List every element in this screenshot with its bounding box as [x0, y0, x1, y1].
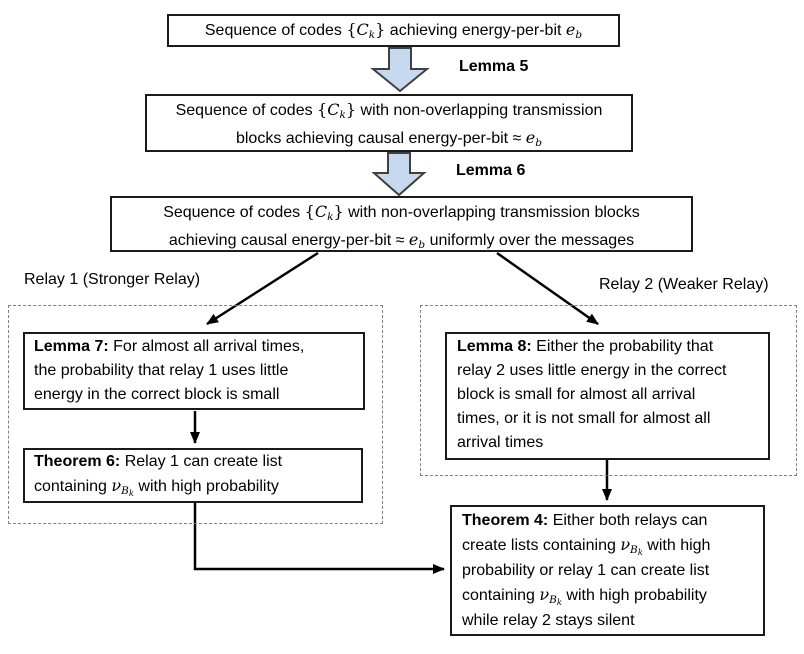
relay2-group-box [420, 305, 797, 476]
block-arrow-lemma5 [370, 47, 430, 93]
lemma5-label: Lemma 5 [459, 58, 529, 75]
relay2-group-label: Relay 2 (Weaker Relay) [599, 276, 769, 293]
node-uniform-messages: Sequence of codes {Ck} with non-overlapp… [110, 196, 693, 252]
block-arrow-lemma6 [371, 152, 427, 197]
lemma6-label: Lemma 6 [456, 162, 526, 179]
node-non-overlapping: Sequence of codes {Ck} with non-overlapp… [145, 94, 633, 152]
node-lemma7: Lemma 7: For almost all arrival times,th… [23, 332, 365, 410]
relay1-group-box [8, 305, 383, 524]
relay1-group-label: Relay 1 (Stronger Relay) [24, 271, 201, 288]
node-sequence-codes: Sequence of codes {Ck} achieving energy-… [167, 14, 620, 47]
